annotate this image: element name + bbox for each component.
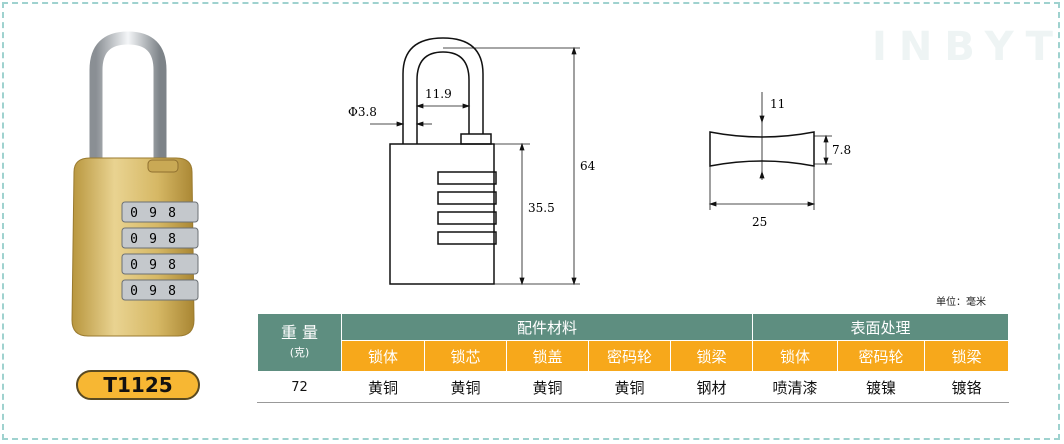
table-cell: 黄铜 bbox=[424, 371, 507, 403]
column-header: 锁梁 bbox=[923, 340, 1010, 372]
weight-header-unit: (克) bbox=[289, 345, 310, 359]
table-cell: 黄铜 bbox=[588, 371, 671, 403]
dim-total-height-label: 64 bbox=[580, 159, 596, 173]
dial-digit: 9 bbox=[149, 232, 157, 247]
surface-treatment-header: 表面处理 bbox=[751, 313, 1010, 341]
dim-profile-height-label: 7.8 bbox=[832, 143, 851, 157]
table-cell: 喷清漆 bbox=[752, 371, 838, 403]
dim-profile-thickness-label: 11 bbox=[770, 97, 785, 111]
unit-label: 单位：毫米 bbox=[936, 297, 986, 308]
dial-digit: 8 bbox=[168, 258, 176, 273]
dim-shackle-width-label: 11.9 bbox=[425, 87, 452, 101]
table-cell: 镀镍 bbox=[837, 371, 925, 403]
model-number-badge: T1125 bbox=[76, 370, 200, 400]
table-row: 72 黄铜 黄铜 黄铜 黄铜 钢材 喷清漆 镀镍 镀铬 bbox=[257, 371, 1010, 403]
dial-digit: 0 bbox=[130, 284, 138, 299]
padlock-dimension-drawing: Φ3.8 11.9 35.5 64 bbox=[348, 37, 596, 286]
table-cell: 钢材 bbox=[670, 371, 753, 403]
dim-diameter-label: Φ3.8 bbox=[348, 105, 377, 119]
dim-profile-width-label: 25 bbox=[752, 215, 767, 229]
table-cell: 镀铬 bbox=[923, 371, 1010, 403]
padlock-product-image: 0 9 8 0 9 8 0 9 8 0 9 8 bbox=[71, 31, 199, 337]
table-cell: 黄铜 bbox=[341, 371, 425, 403]
spec-table: 重 量 (克) 配件材料 表面处理 锁体 锁芯 锁盖 密码轮 锁梁 锁体 密码轮… bbox=[257, 313, 1010, 403]
column-header: 锁体 bbox=[752, 340, 838, 372]
weight-value: 72 bbox=[257, 371, 342, 403]
dial-digit: 8 bbox=[168, 284, 176, 299]
wheel-profile-drawing: 11 7.8 25 bbox=[708, 92, 851, 229]
dial-digit: 9 bbox=[149, 284, 157, 299]
column-header: 密码轮 bbox=[588, 340, 671, 372]
column-header: 锁体 bbox=[341, 340, 425, 372]
dial-digit: 9 bbox=[149, 206, 157, 221]
dim-body-height-label: 35.5 bbox=[528, 201, 555, 215]
dial-digit: 0 bbox=[130, 206, 138, 221]
dial-digit: 0 bbox=[130, 258, 138, 273]
dial-digit: 8 bbox=[168, 206, 176, 221]
weight-header-label: 重 量 bbox=[280, 322, 319, 342]
column-header: 密码轮 bbox=[837, 340, 925, 372]
dial-digit: 0 bbox=[130, 232, 138, 247]
brand-watermark: INBYT bbox=[872, 24, 1064, 70]
column-header: 锁芯 bbox=[424, 340, 507, 372]
combination-wheels: 0 9 8 0 9 8 0 9 8 0 9 8 bbox=[121, 201, 199, 301]
parts-material-header: 配件材料 bbox=[341, 313, 753, 341]
column-header: 锁盖 bbox=[506, 340, 589, 372]
column-header: 锁梁 bbox=[670, 340, 753, 372]
table-cell: 黄铜 bbox=[506, 371, 589, 403]
weight-header: 重 量 (克) bbox=[257, 313, 342, 372]
dial-digit: 9 bbox=[149, 258, 157, 273]
dial-digit: 8 bbox=[168, 232, 176, 247]
